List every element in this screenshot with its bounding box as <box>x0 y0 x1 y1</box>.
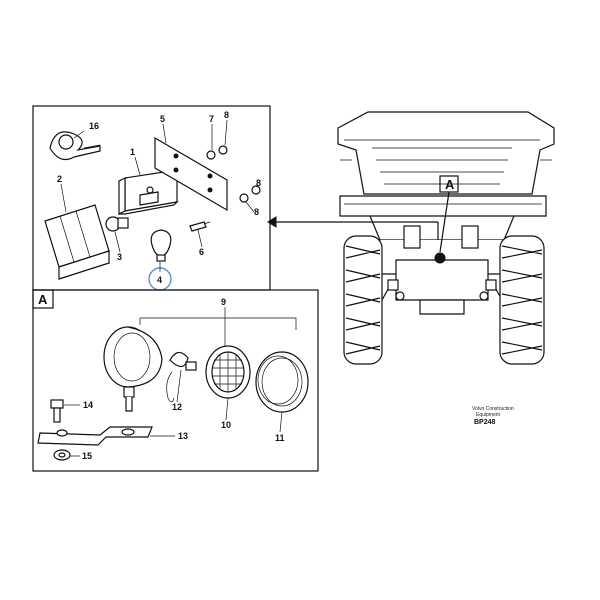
label-8-right: 8 <box>256 178 261 188</box>
label-9: 9 <box>221 297 226 307</box>
bolt-icon <box>50 399 64 423</box>
label-1: 1 <box>130 147 135 157</box>
nut-icon <box>206 145 261 203</box>
bulb-holder-icon <box>105 216 129 232</box>
label-12: 12 <box>172 402 182 412</box>
label-14: 14 <box>83 400 93 410</box>
lamp-housing-icon <box>118 169 179 215</box>
label-3: 3 <box>117 252 122 262</box>
label-13: 13 <box>178 431 188 441</box>
nut-icon <box>53 449 71 461</box>
lamp-lens-icon <box>44 204 110 280</box>
caption-company: Volvo Construction <box>472 406 514 412</box>
top-panel: 16 1 5 7 8 8 8 2 3 4 6 <box>32 105 271 291</box>
label-6: 6 <box>199 247 204 257</box>
label-2: 2 <box>57 174 62 184</box>
label-8-top: 8 <box>224 110 229 120</box>
lamp-rim-icon <box>255 351 309 413</box>
detail-panel: A <box>32 289 319 472</box>
label-5: 5 <box>160 114 165 124</box>
detail-panel-letter: A <box>38 292 48 307</box>
label-11: 11 <box>275 433 285 443</box>
left-tyre-icon <box>343 235 383 365</box>
right-tyre-icon <box>499 235 545 365</box>
lamp-housing-icon <box>103 326 163 412</box>
cable-clamp-icon <box>49 131 101 161</box>
screw-icon <box>189 221 211 232</box>
label-4: 4 <box>157 275 162 285</box>
detail-panel-frame <box>32 289 319 472</box>
bulb-icon <box>166 351 197 403</box>
dump-truck-rear-view: A <box>337 111 555 365</box>
bulb-icon <box>150 229 172 262</box>
caption-division: Equipment <box>476 412 501 418</box>
label-8-side: 8 <box>254 207 259 217</box>
mounting-plate-icon <box>154 136 228 212</box>
detail-panel-tag <box>32 289 54 309</box>
lamp-grille-icon <box>205 345 251 399</box>
vehicle-callout-letter: A <box>445 177 455 192</box>
mounting-bracket-icon <box>37 426 153 446</box>
label-10: 10 <box>221 420 231 430</box>
label-7: 7 <box>209 114 214 124</box>
label-16: 16 <box>89 121 99 131</box>
drawing-code: BP248 <box>474 419 496 426</box>
label-15: 15 <box>82 451 92 461</box>
